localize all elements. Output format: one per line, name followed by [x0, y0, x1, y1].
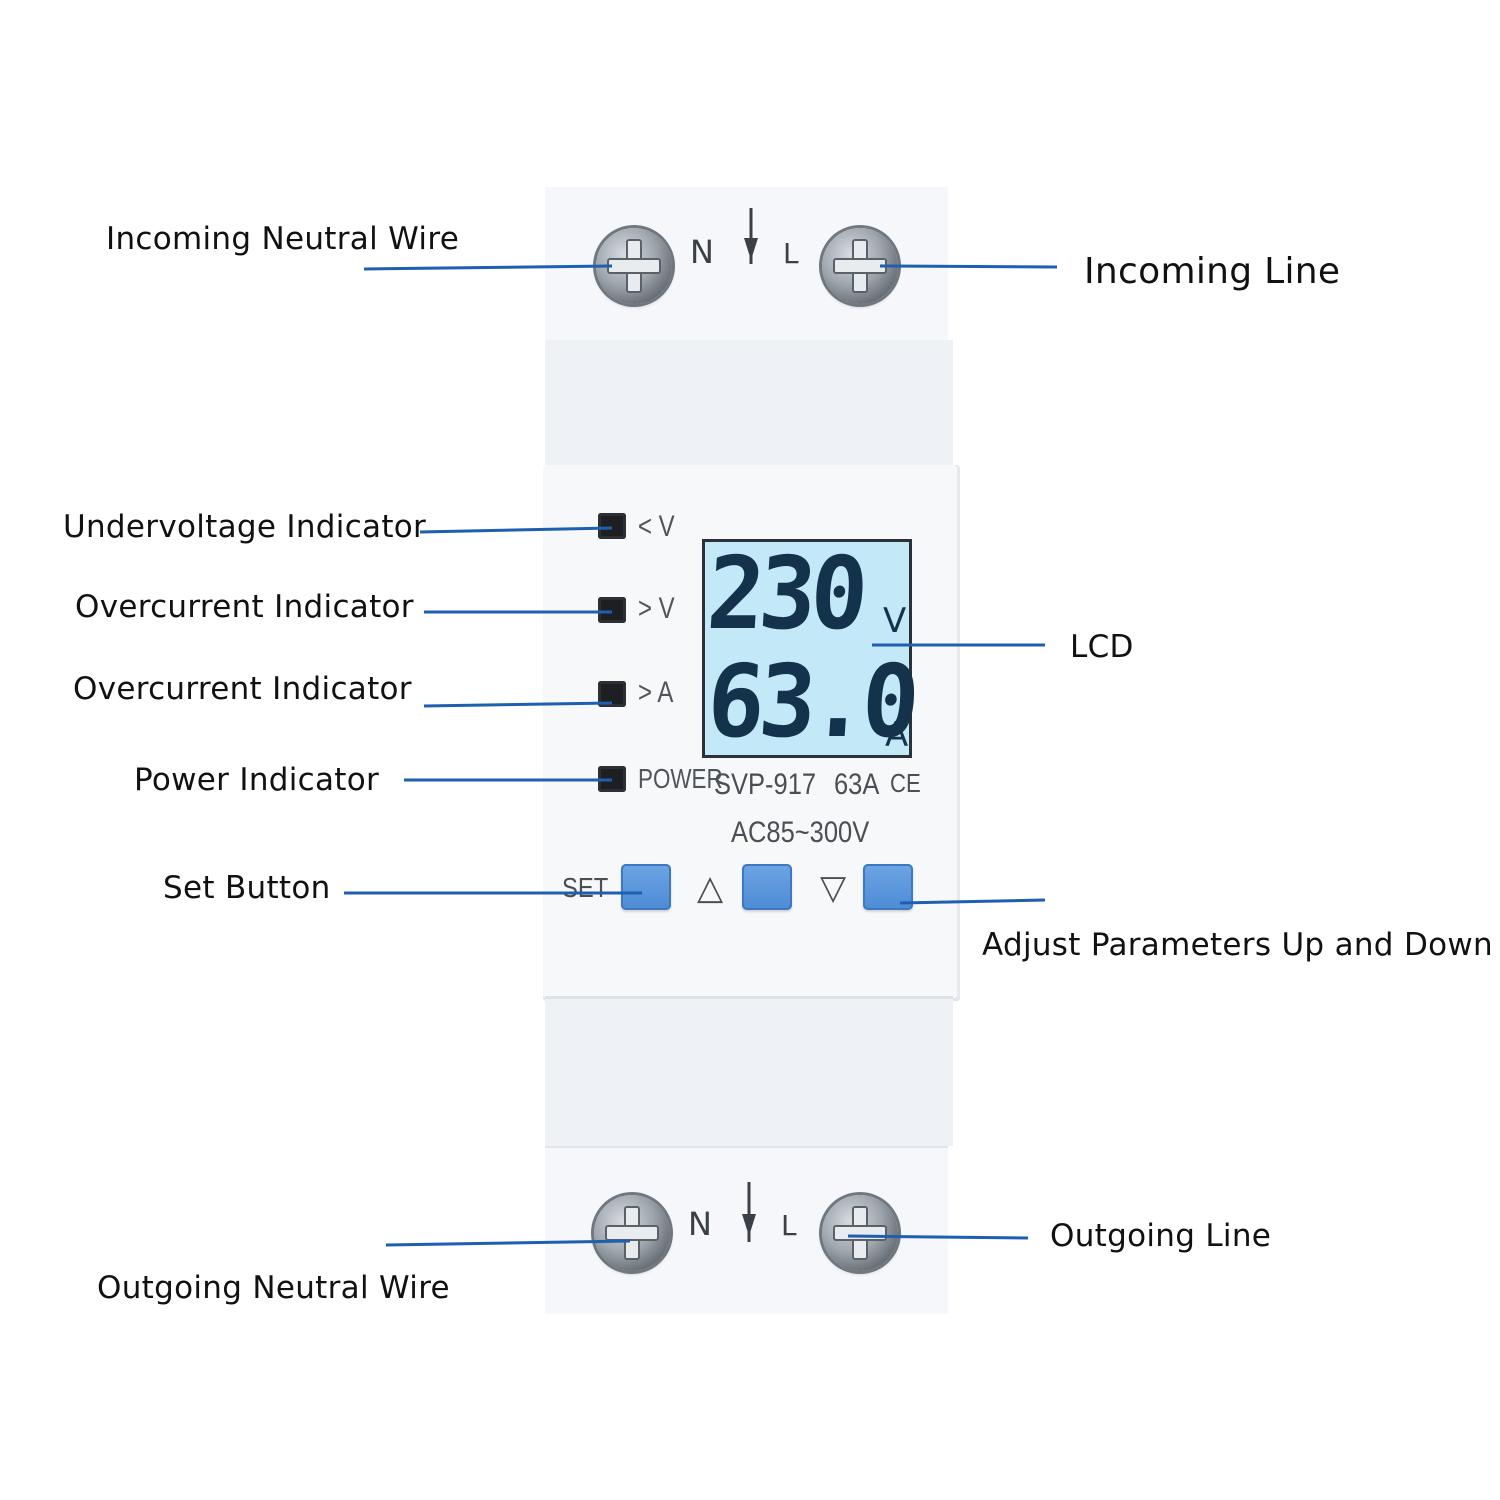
screw-icon [594, 1195, 670, 1271]
label-adjust-parameters: Adjust Parameters Up and Down [982, 927, 1493, 963]
lcd-voltage-unit: V [883, 601, 907, 641]
label-power-indicator: Power Indicator [134, 762, 380, 798]
label-set-button: Set Button [163, 870, 331, 906]
screw-icon [596, 228, 672, 304]
down-triangle-icon: ▽ [820, 868, 847, 908]
label-incoming-line: Incoming Line [1084, 251, 1341, 292]
label-outgoing-line: Outgoing Line [1050, 1218, 1272, 1254]
voltage-range: AC85~300V [731, 816, 870, 849]
terminal-n-label: N [688, 1205, 712, 1243]
up-button[interactable] [742, 864, 792, 910]
arrow-down-icon [742, 1182, 756, 1242]
current-rating: 63A [834, 768, 880, 801]
device-lower-neck [545, 996, 953, 1146]
screw-icon [822, 1195, 898, 1271]
terminal-l-label: L [781, 1209, 797, 1242]
led-label-power: POWER [638, 763, 723, 794]
label-outgoing-neutral-wire: Outgoing Neutral Wire [97, 1270, 450, 1306]
down-button[interactable] [863, 864, 913, 910]
label-undervoltage-indicator: Undervoltage Indicator [63, 509, 427, 545]
lcd-display: 230 V 63.0 A [702, 535, 918, 760]
undervoltage-led [598, 513, 626, 539]
set-button[interactable] [621, 864, 671, 910]
device-upper-neck [545, 340, 953, 470]
overcurrent-led [598, 681, 626, 707]
up-triangle-icon: △ [697, 868, 724, 908]
led-label-undervoltage: < V [638, 510, 675, 543]
lcd-voltage-value: 230 [703, 535, 867, 652]
label-overcurrent-indicator: Overcurrent Indicator [75, 589, 414, 625]
power-led [598, 766, 626, 792]
led-label-overvoltage: > V [638, 592, 675, 625]
screw-icon [822, 228, 898, 304]
ce-mark: CE [890, 768, 921, 798]
terminal-l-label: L [783, 237, 799, 270]
label-overcurrent-indicator: Overcurrent Indicator [73, 671, 412, 707]
set-label: SET [562, 872, 609, 903]
model-number: SVP-917 [714, 768, 817, 801]
led-label-overcurrent: > A [638, 676, 674, 709]
label-lcd: LCD [1070, 629, 1134, 665]
overvoltage-led [598, 597, 626, 623]
lcd-current-unit: A [885, 715, 909, 755]
arrow-down-icon [744, 208, 758, 264]
label-incoming-neutral-wire: Incoming Neutral Wire [106, 221, 460, 257]
terminal-n-label: N [690, 233, 714, 271]
